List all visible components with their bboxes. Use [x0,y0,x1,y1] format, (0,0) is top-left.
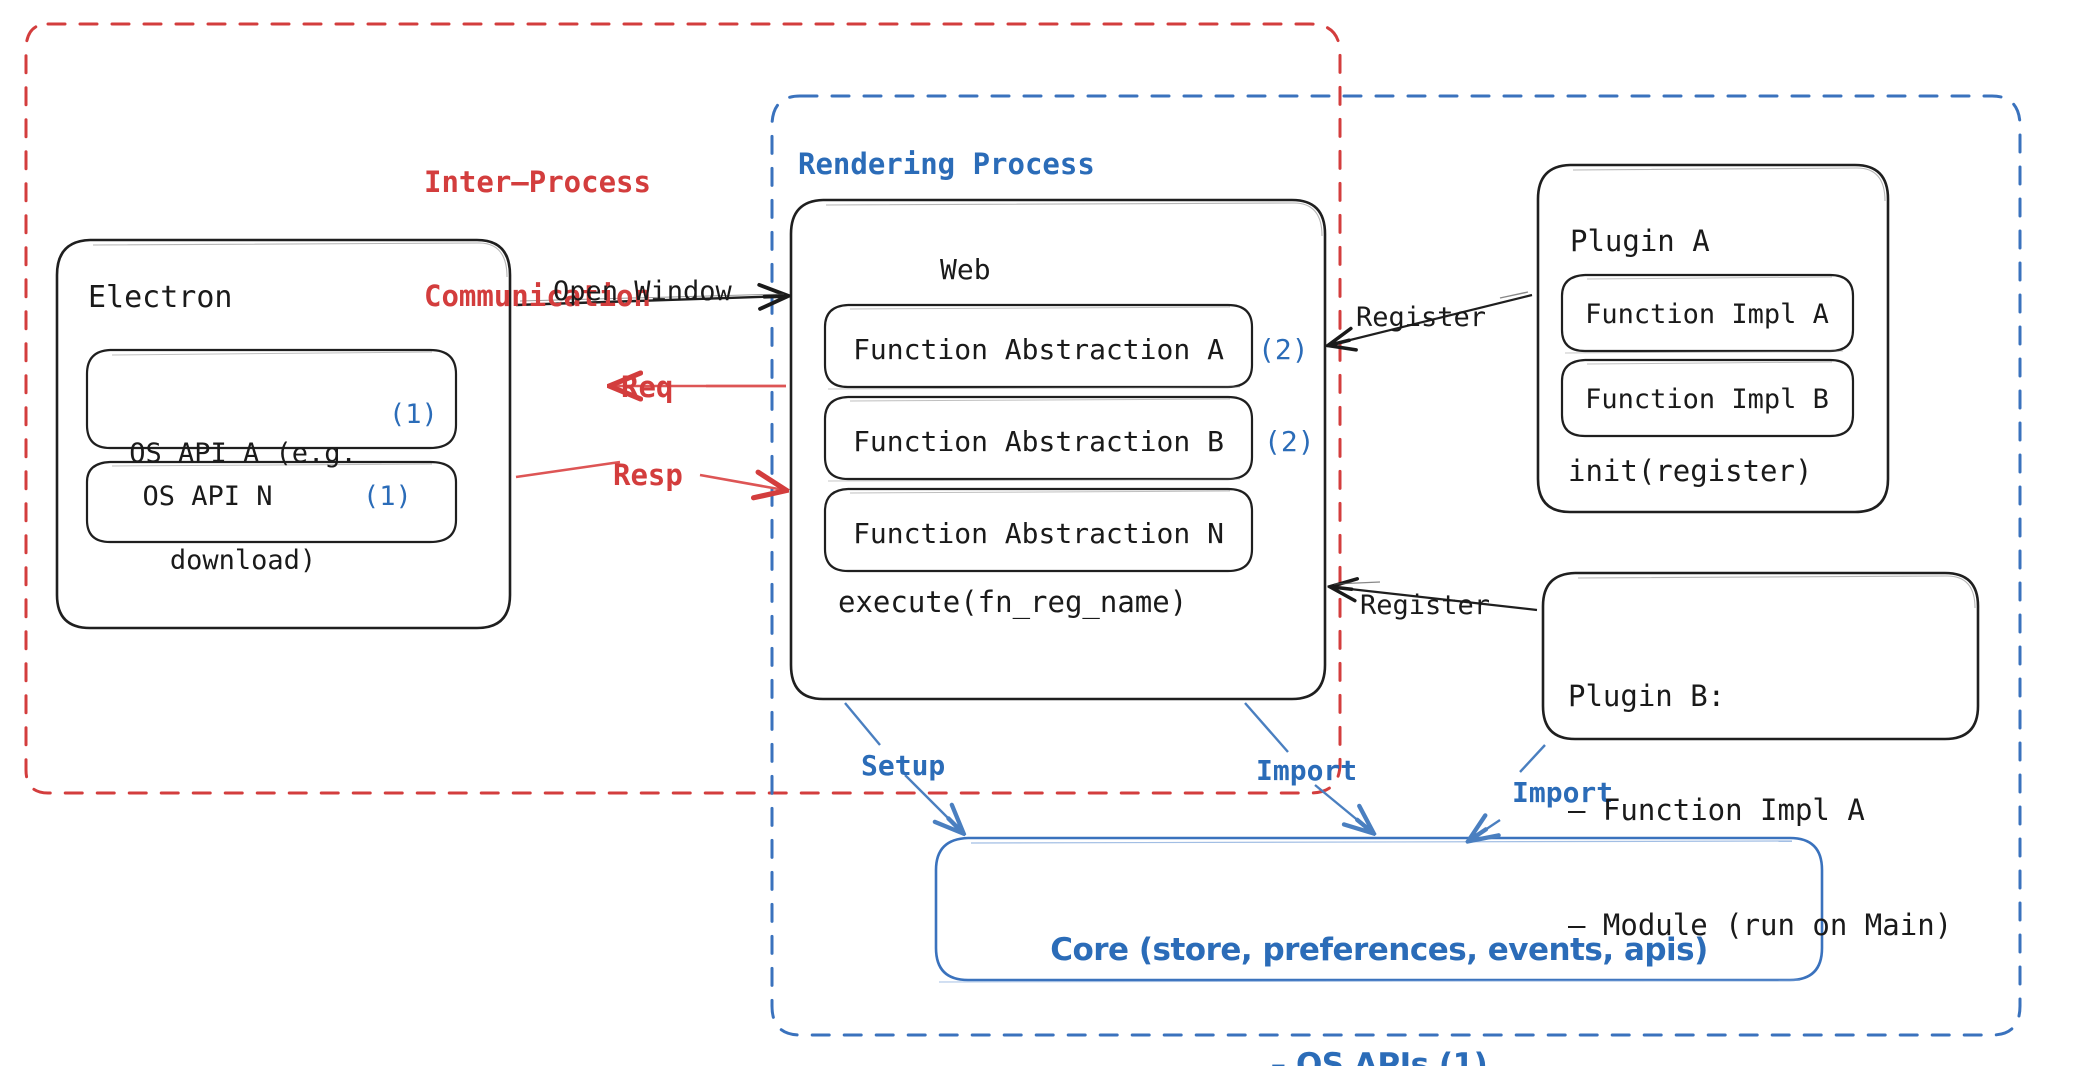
import-web-edge-label: Import [1256,754,1358,787]
os-api-a-label-line2: download) [169,545,317,577]
core-line-1: Core (store, preferences, events, apis) [1050,932,1708,969]
function-abstraction-a-marker: (2) [1258,333,1309,366]
plugin-a-box-footer: init(register) [1568,454,1813,488]
resp-edge-label: Resp [613,458,683,492]
electron-box-title: Electron [88,280,233,315]
function-impl-b-box-frame [1560,358,1855,438]
plugin-a-box-title: Plugin A [1570,224,1710,258]
function-abstraction-b-marker: (2) [1264,425,1315,458]
plugin-b-box-content: Plugin B: – Function Impl A – Module (ru… [1568,600,1952,1021]
function-abstraction-n-box-frame [823,487,1254,573]
resp-arrow [515,460,784,490]
function-abstraction-a-label: Function Abstraction A [853,333,1224,366]
register-plugin-b-arrow [1332,582,1538,612]
os-api-a-label-line1: OS API A (e.g. [129,438,357,470]
req-edge-label: Req [621,370,674,404]
function-abstraction-n-label: Function Abstraction N [853,517,1224,550]
os-api-a-marker: (1) [389,399,438,430]
web-box-title: Web [940,253,991,286]
import-plugin-b-edge-label: Import [1512,776,1614,809]
function-impl-a-box-frame [1560,273,1855,354]
function-impl-a-label: Function Impl A [1585,299,1829,330]
function-abstraction-b-label: Function Abstraction B [853,425,1224,458]
register-plugin-b-edge-label: Register [1360,590,1491,621]
core-line-2: – OS APIs (1) [1270,1046,1488,1066]
register-plugin-a-edge-label: Register [1356,302,1487,333]
ipc-group-label: Inter–Process Communication [424,86,651,392]
open-window-arrow [515,294,786,305]
plugin-b-line-2: – Module (run on Main) [1568,908,1953,943]
register-plugin-a-arrow [1330,291,1533,345]
ipc-group-label-line1: Inter–Process [424,164,651,199]
os-api-n-marker: (1) [363,481,412,512]
function-abstraction-b-box-frame [823,395,1254,482]
os-api-n-label: OS API N [142,481,273,512]
setup-edge-label: Setup [861,749,946,782]
core-box-frame [934,836,1824,983]
plugin-b-line-1: – Function Impl A [1568,793,1865,828]
rendering-process-group-label: Rendering Process [798,147,1095,181]
import-plugin-b-arrow [1470,744,1546,840]
os-api-n-box-frame [85,460,458,544]
os-api-a-label: OS API A (e.g. download) [98,365,388,650]
rendering-process-group-frame [770,94,2022,1037]
ipc-group-frame [24,22,1342,795]
plugin-b-box-frame [1541,571,1980,741]
function-impl-b-label: Function Impl B [1585,384,1829,415]
plugin-b-box-title: Plugin B: [1568,678,1726,713]
core-box-content: Core (store, preferences, events, apis) … [936,855,1822,1066]
import-web-arrow [1244,702,1372,832]
function-abstraction-a-box-frame [823,303,1254,390]
open-window-edge-label: Open Window [553,276,732,307]
os-api-a-box-frame [85,348,458,450]
web-box-footer: execute(fn_reg_name) [838,585,1188,619]
setup-arrow [844,702,962,832]
ipc-group-label-line2: Communication [424,279,651,314]
